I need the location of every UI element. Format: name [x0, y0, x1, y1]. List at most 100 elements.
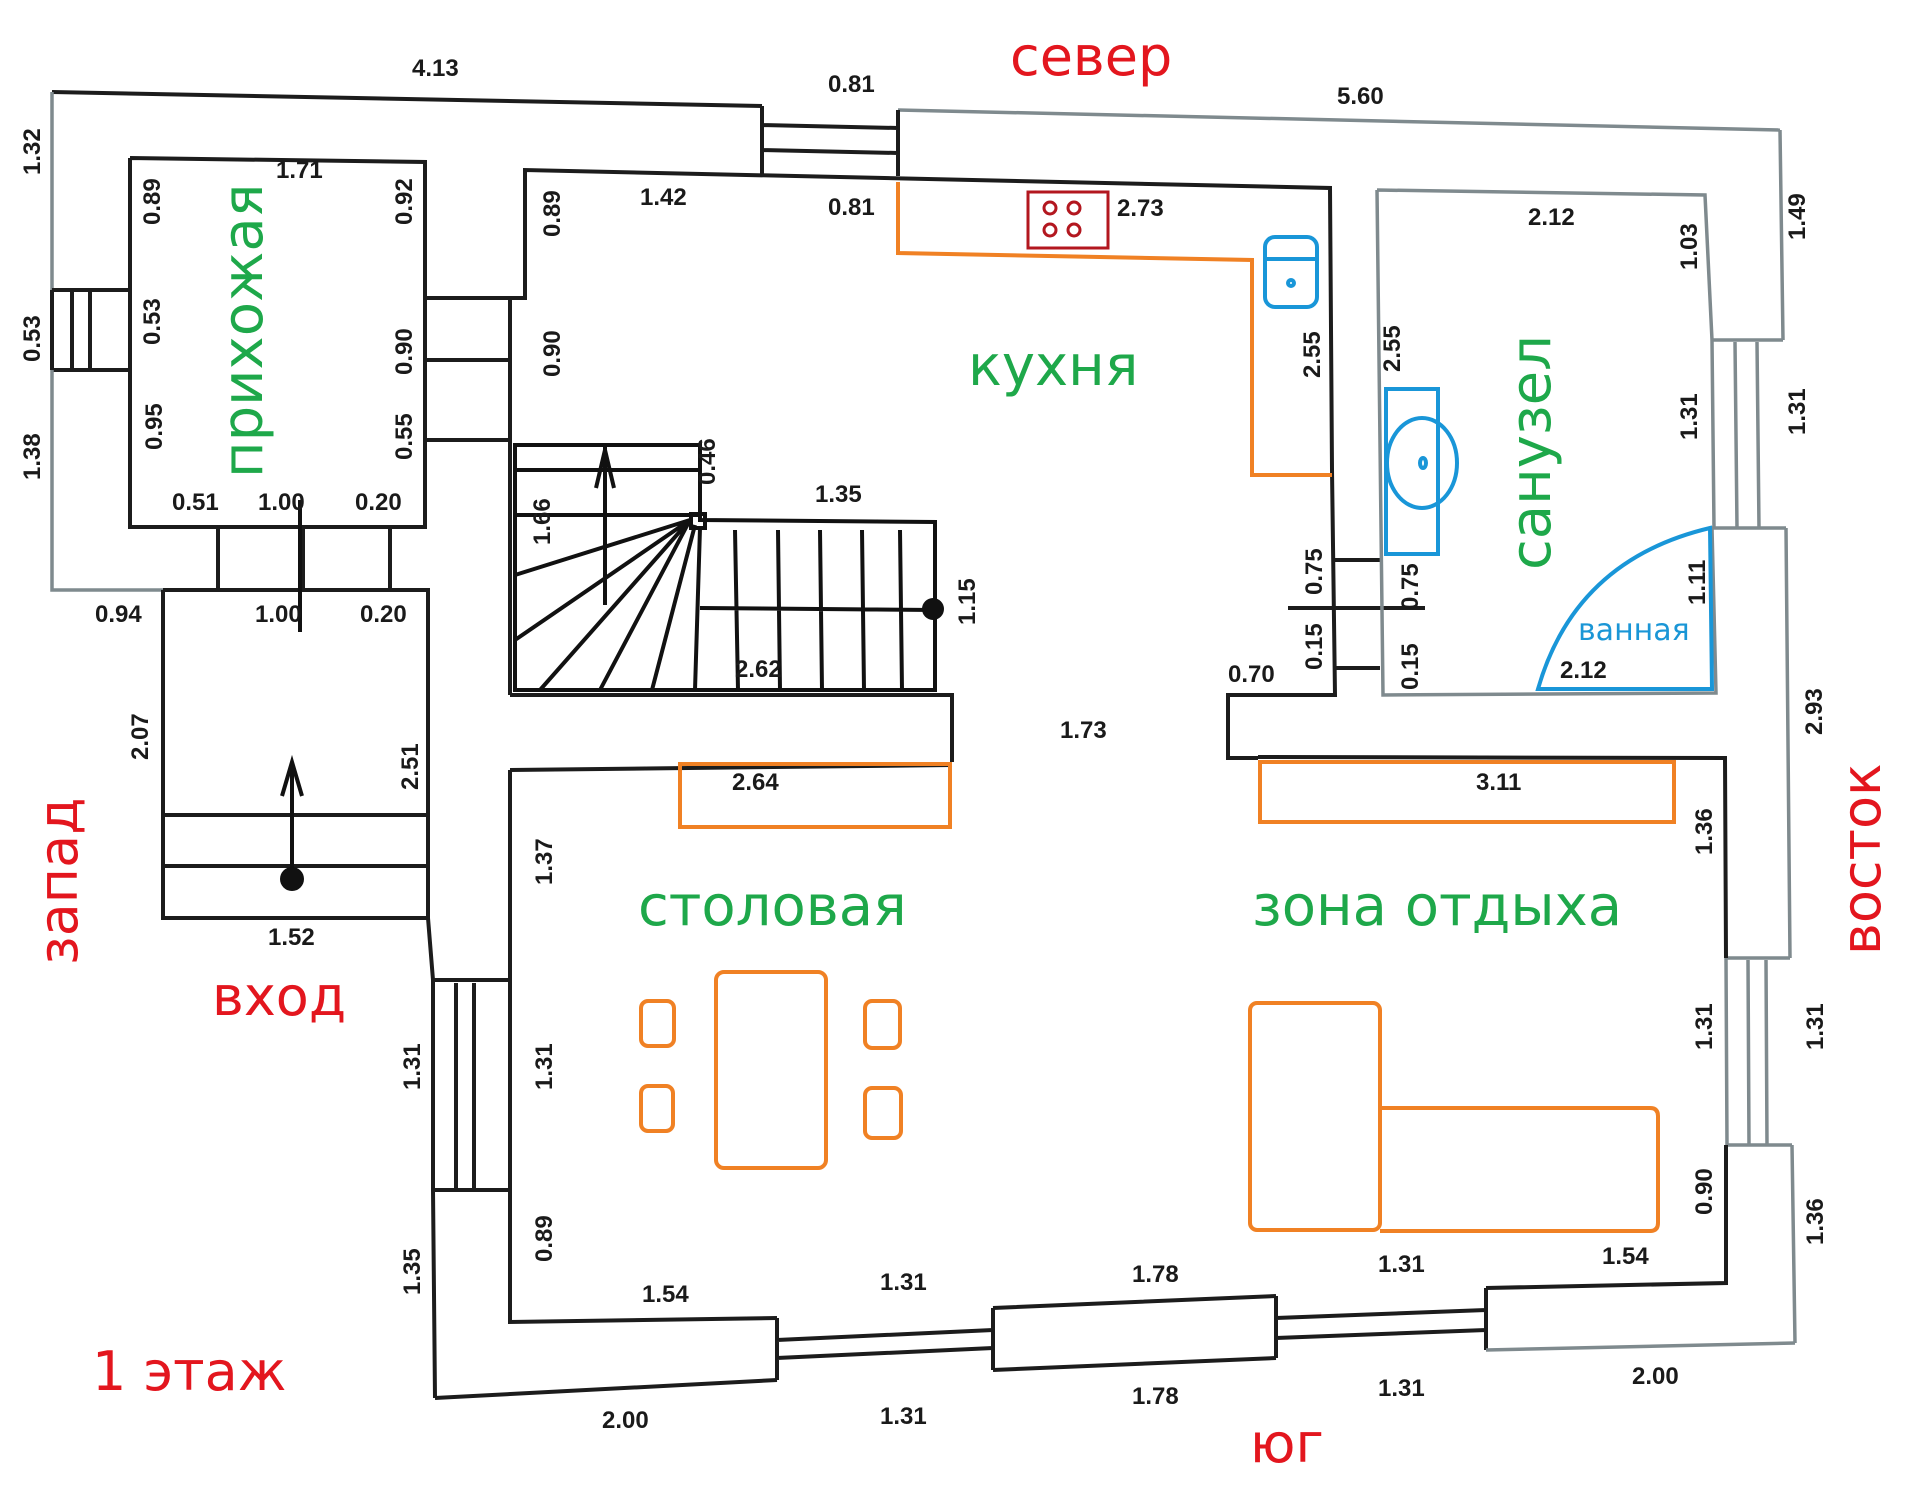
dim-label: 1.36 [1802, 1198, 1829, 1245]
stair-start-dot [922, 598, 944, 620]
dim-label: 0.55 [391, 413, 418, 460]
kitchen-walls [425, 167, 1334, 471]
dimension-labels: 4.13 0.81 5.60 1.71 1.42 0.81 2.73 2.12 … [19, 55, 1829, 1434]
dim-label: 0.81 [828, 194, 875, 221]
window-east-bottom [1724, 956, 1792, 1147]
dim-label: 1.35 [815, 481, 862, 508]
dim-label: 1.42 [640, 184, 687, 211]
bathtub-icon [1535, 525, 1715, 691]
dim-label: 1.73 [1060, 717, 1107, 744]
dim-label: 2.93 [1801, 688, 1828, 735]
dim-label: 2.07 [127, 713, 154, 760]
dining-table [639, 970, 903, 1170]
dim-label: 1.54 [1602, 1243, 1649, 1270]
dim-label: 2.00 [1632, 1363, 1679, 1390]
room-label-dining: столовая [638, 874, 907, 939]
window-south-right [1274, 1288, 1488, 1358]
dim-label: 1.31 [1802, 1003, 1829, 1050]
outer-wall-south-mid [992, 1356, 1277, 1372]
sofa-chaise-icon [1380, 1106, 1660, 1233]
kitchen-door [425, 298, 512, 695]
dim-label: 0.90 [1691, 1168, 1718, 1215]
dim-label: 0.46 [694, 438, 721, 485]
corner-sofa [1248, 1001, 1660, 1233]
dim-label: 1.00 [255, 601, 302, 628]
chair-icon [863, 1086, 903, 1140]
dim-label: 4.13 [412, 55, 459, 82]
dim-label: 0.15 [1397, 643, 1424, 690]
table-icon [714, 970, 828, 1170]
room-label-hallway: прихожая [211, 184, 276, 478]
dim-label: 2.12 [1560, 657, 1607, 684]
stair-enclosure [510, 693, 954, 762]
window-west [50, 288, 130, 372]
outer-wall-north-left [51, 90, 763, 108]
stair-newel [689, 512, 707, 530]
dim-label: 2.73 [1117, 195, 1164, 222]
corridor-partition [1226, 469, 1338, 760]
dim-label: 1.31 [1378, 1375, 1425, 1402]
outer-walls [50, 90, 1797, 1400]
inner-walls [128, 156, 1728, 1325]
dim-label: 1.49 [1784, 193, 1811, 240]
dim-label: 1.71 [276, 157, 323, 184]
dim-label: 1.78 [1132, 1261, 1179, 1288]
toilet-icon [1384, 387, 1459, 556]
outer-wall-north-right [897, 108, 1781, 132]
dim-label: 0.89 [139, 178, 166, 225]
hallway-walls [128, 156, 427, 529]
dim-label: 0.81 [828, 71, 875, 98]
dim-label: 0.20 [355, 489, 402, 516]
hallway-door-jambs [216, 527, 392, 590]
dim-label: 1.32 [19, 128, 46, 175]
sink-icon [1263, 235, 1319, 309]
dim-label: 0.89 [539, 190, 566, 237]
dim-label: 1.11 [1684, 560, 1711, 605]
chair-icon [863, 999, 902, 1050]
room-label-bathtub: ванная [1578, 613, 1690, 648]
entrance-arrow [280, 500, 304, 891]
room-label-kitchen: кухня [968, 334, 1138, 399]
dim-label: 1.31 [1676, 393, 1703, 440]
window-south-left [775, 1308, 995, 1380]
dim-label: 2.55 [1379, 325, 1406, 372]
dim-label: 0.15 [1301, 623, 1328, 670]
dim-label: 1.52 [268, 924, 315, 951]
dim-label: 0.90 [539, 330, 566, 377]
dim-label: 1.36 [1691, 808, 1718, 855]
compass-west: запад [27, 797, 90, 965]
dim-label: 0.89 [531, 1215, 558, 1262]
window-north [760, 106, 900, 176]
room-label-lounge: зона отдыха [1252, 874, 1622, 939]
dim-label: 1.31 [880, 1403, 927, 1430]
staircase [513, 443, 944, 692]
dim-label: 2.12 [1528, 204, 1575, 231]
chair-icon [639, 1084, 675, 1133]
dim-label: 0.53 [139, 298, 166, 345]
stair-winders [513, 518, 702, 692]
dim-label: 0.75 [1397, 563, 1424, 610]
porch-steps [163, 813, 428, 868]
stair-outline [513, 443, 937, 692]
lounge-bench [1258, 760, 1676, 824]
dim-label: 1.31 [1784, 388, 1811, 435]
outer-wall-west-lower [426, 917, 437, 1399]
compass-north: север [1010, 25, 1172, 88]
dim-label: 2.00 [602, 1407, 649, 1434]
stair-treads [699, 529, 936, 691]
chair-icon [639, 999, 676, 1048]
dim-label: 1.38 [19, 433, 46, 480]
dim-label: 0.53 [19, 315, 46, 362]
outer-wall-south-left [434, 1378, 778, 1400]
dim-label: 1.31 [531, 1043, 558, 1090]
dim-label: 0.20 [360, 601, 407, 628]
dim-label: 1.31 [1378, 1251, 1425, 1278]
dim-label: 1.35 [399, 1248, 426, 1295]
dim-label: 2.62 [735, 656, 782, 683]
dim-label: 1.37 [531, 838, 558, 885]
dim-label: 0.90 [391, 328, 418, 375]
dim-label: 1.31 [880, 1269, 927, 1296]
dim-label: 1.78 [1132, 1383, 1179, 1410]
sofa-section-icon [1248, 1001, 1382, 1232]
